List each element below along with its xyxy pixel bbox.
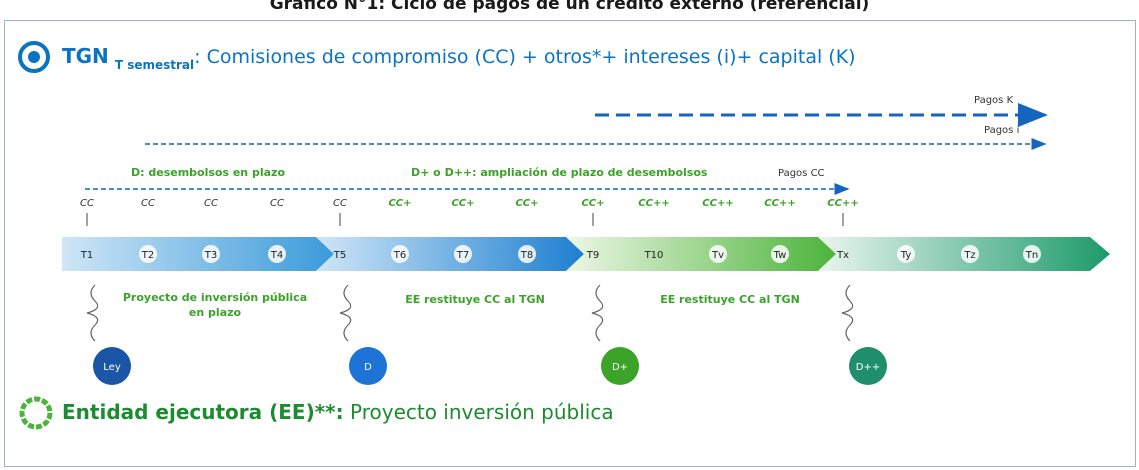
period-circle-4 bbox=[268, 245, 286, 263]
milestone-ley-circle bbox=[93, 347, 131, 385]
period-label-5: T5 bbox=[333, 250, 346, 261]
period-label-15: Tz bbox=[963, 250, 975, 261]
milestone-dplusplus: D++ bbox=[856, 362, 880, 373]
payments-cc-label: Pagos CC bbox=[778, 168, 825, 179]
period-label-14: Ty bbox=[900, 250, 912, 261]
period-circle-2 bbox=[139, 245, 157, 263]
brace-4 bbox=[841, 284, 854, 342]
period-label-4: T4 bbox=[270, 250, 283, 261]
milestone-d-circle bbox=[349, 347, 387, 385]
cc-label-6: CC+ bbox=[388, 198, 412, 209]
phase-ext-label: D+ o D++: ampliación de plazo de desembo… bbox=[411, 166, 708, 179]
milestone-dplus: D+ bbox=[612, 362, 628, 373]
milestone-ley: Ley bbox=[103, 362, 121, 373]
milestone-dplusplus-circle bbox=[849, 347, 887, 385]
period-circle-8 bbox=[518, 245, 536, 263]
period-circle-15 bbox=[961, 245, 979, 263]
tgn-subscript: T semestral bbox=[114, 58, 195, 72]
cc-label-2: CC bbox=[141, 198, 155, 209]
cc-label-10: CC++ bbox=[638, 198, 670, 209]
period-label-7: T7 bbox=[456, 250, 469, 261]
cc-label-12: CC++ bbox=[764, 198, 796, 209]
desc-restituye-2: EE restituye CC al TGN bbox=[660, 293, 800, 306]
period-label-8: T8 bbox=[520, 250, 533, 261]
period-label-2: T2 bbox=[141, 250, 154, 261]
milestone-d: D bbox=[364, 362, 372, 373]
period-label-1: T1 bbox=[80, 250, 93, 261]
cc-label-9: CC+ bbox=[581, 198, 605, 209]
phase-1-band bbox=[62, 237, 334, 271]
period-label-11: Tv bbox=[711, 250, 724, 261]
period-label-9: T9 bbox=[586, 250, 599, 261]
period-label-10: T10 bbox=[644, 250, 664, 261]
cc-label-4: CC bbox=[270, 198, 284, 209]
period-label-3: T3 bbox=[204, 250, 217, 261]
period-circle-3 bbox=[202, 245, 220, 263]
period-label-16: Tn bbox=[1025, 250, 1038, 261]
period-circle-6 bbox=[391, 245, 409, 263]
desc-project: Proyecto de inversión pública en plazo bbox=[100, 290, 330, 320]
cc-label-13: CC++ bbox=[827, 198, 859, 209]
figure-caption: Gráfico N°1: Ciclo de pagos de un crédit… bbox=[269, 0, 870, 14]
phase-d-label: D: desembolsos en plazo bbox=[131, 166, 285, 179]
desc-project-line2: en plazo bbox=[188, 306, 242, 319]
period-circle-16 bbox=[1023, 245, 1041, 263]
cc-label-7: CC+ bbox=[451, 198, 475, 209]
period-label-12: Tw bbox=[773, 250, 787, 261]
desc-restituye-1: EE restituye CC al TGN bbox=[405, 293, 545, 306]
cc-label-11: CC++ bbox=[702, 198, 734, 209]
tgn-drop-icon bbox=[18, 41, 50, 73]
tgn-title: TGN T semestral: Comisiones de compromis… bbox=[62, 44, 856, 72]
cc-label-8: CC+ bbox=[515, 198, 539, 209]
period-label-13: Tx bbox=[836, 250, 849, 261]
tgn-label: TGN bbox=[62, 44, 109, 68]
cc-label-1: CC bbox=[80, 198, 94, 209]
tgn-formula: : Comisiones de compromiso (CC) + otros*… bbox=[194, 46, 856, 68]
ee-label: Entidad ejecutora (EE)**: bbox=[62, 400, 344, 424]
period-circle-7 bbox=[454, 245, 472, 263]
milestone-dplus-circle bbox=[601, 347, 639, 385]
diagram-panel bbox=[4, 20, 1136, 467]
payments-i-label: Pagos i bbox=[984, 125, 1020, 136]
payments-k-label: Pagos K bbox=[974, 95, 1014, 106]
cc-label-5: CC bbox=[333, 198, 347, 209]
cc-label-3: CC bbox=[204, 198, 218, 209]
phase-2-band bbox=[316, 237, 584, 271]
phase-3-band bbox=[566, 237, 836, 271]
period-circle-12 bbox=[771, 245, 789, 263]
period-label-6: T6 bbox=[393, 250, 406, 261]
brace-2 bbox=[339, 284, 352, 342]
desc-project-line1: Proyecto de inversión pública bbox=[122, 291, 308, 304]
ee-ring-icon bbox=[19, 396, 53, 430]
period-circle-14 bbox=[897, 245, 915, 263]
period-circle-11 bbox=[709, 245, 727, 263]
ee-description: Proyecto inversión pública bbox=[343, 400, 614, 424]
ee-title: Entidad ejecutora (EE)**: Proyecto inver… bbox=[62, 400, 614, 424]
brace-1 bbox=[86, 284, 99, 342]
brace-3 bbox=[591, 284, 604, 342]
